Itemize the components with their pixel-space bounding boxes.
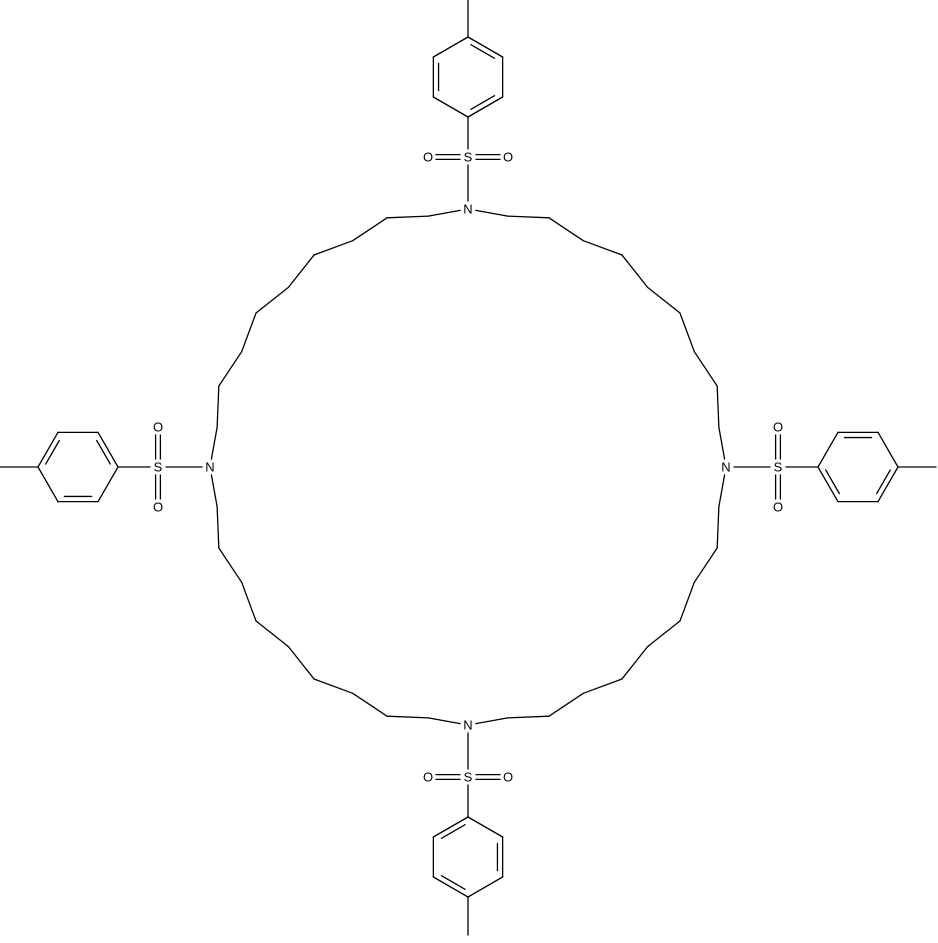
ring-bond (679, 581, 695, 622)
oxygen-atom-left-1: O (153, 420, 163, 435)
oxygen-atom-left-2: O (153, 500, 163, 515)
oxygen-atom-bottom-1: O (423, 770, 433, 785)
oxygen-atom-bottom-2: O (503, 770, 513, 785)
benzene-bond (37, 431, 59, 468)
sulfur-atom-top: S (464, 150, 473, 165)
ring-bond (548, 217, 584, 242)
ring-bond (679, 312, 695, 353)
benzene-bond (37, 466, 59, 503)
benzene-inner-double-bond (470, 95, 496, 110)
benzene-bond (467, 36, 504, 58)
ring-bond (255, 620, 290, 648)
ring-bond (352, 692, 388, 717)
ring-bond (507, 215, 550, 219)
sulfur-atom-bottom: S (464, 770, 473, 785)
oxygen-atom-right-2: O (773, 420, 783, 435)
benzene-bond (877, 431, 899, 468)
ring-bond (216, 385, 220, 428)
benzene-inner-double-bond (825, 469, 840, 495)
nitrogen-atom-left: N (205, 460, 214, 475)
ring-bond (287, 645, 315, 680)
ring-bond (241, 312, 257, 353)
ring-bond (621, 645, 649, 680)
benzene-bond (467, 96, 504, 118)
benzene-bond (97, 431, 119, 468)
benzene-bond (467, 876, 504, 898)
ring-bond (241, 581, 257, 622)
oxygen-atom-right-1: O (773, 500, 783, 515)
benzene-inner-double-bond (470, 44, 496, 59)
ring-bond (475, 209, 509, 217)
nitrogen-atom-right: N (721, 460, 730, 475)
benzene-bond (467, 816, 504, 838)
ring-bond (313, 678, 354, 694)
ring-bond (255, 286, 290, 314)
ring-bond (693, 547, 718, 583)
ring-bond (313, 240, 354, 256)
ring-bond (548, 692, 584, 717)
benzene-bond (817, 431, 839, 468)
benzene-inner-double-bond (876, 469, 891, 495)
ring-bond (210, 426, 218, 460)
ring-bond (646, 286, 681, 314)
sulfur-atom-right: S (774, 460, 783, 475)
benzene-bond (432, 876, 469, 898)
oxygen-atom-top-1: O (503, 150, 513, 165)
ring-bond (716, 506, 720, 549)
sulfur-atom-left: S (154, 460, 163, 475)
nitrogen-atom-bottom: N (463, 718, 472, 733)
benzene-bond (877, 466, 899, 503)
nitrogen-atom-top: N (463, 202, 472, 217)
atom-labels: N S O O N S O O N S O O N S O O (153, 150, 783, 785)
ring-bond (646, 620, 681, 648)
benzene-bond (817, 466, 839, 503)
ring-bond (582, 240, 623, 256)
ring-bond (352, 217, 388, 242)
ring-bond (716, 385, 720, 428)
benzene-bond (432, 36, 469, 58)
ring-bond (693, 351, 718, 387)
benzene-inner-double-bond (96, 439, 111, 465)
ring-bond (218, 351, 243, 387)
ring-bond (427, 209, 461, 217)
benzene-bond (97, 466, 119, 503)
ring-bond (216, 506, 220, 549)
ring-bond (287, 254, 315, 289)
ring-bond (475, 717, 509, 725)
oxygen-atom-top-2: O (423, 150, 433, 165)
ring-bond (507, 715, 550, 719)
benzene-inner-double-bond (45, 439, 60, 465)
benzene-inner-double-bond (440, 875, 466, 890)
ring-bond (582, 678, 623, 694)
ring-bond (718, 426, 726, 460)
benzene-bond (432, 816, 469, 838)
ring-bond (427, 717, 461, 725)
ring-bond (386, 715, 429, 719)
benzene-inner-double-bond (440, 824, 466, 839)
ring-bond (621, 254, 649, 289)
ring-bond (218, 547, 243, 583)
ring-bond (386, 215, 429, 219)
ring-bond (718, 474, 726, 508)
benzene-bond (432, 96, 469, 118)
ring-bond (210, 474, 218, 508)
